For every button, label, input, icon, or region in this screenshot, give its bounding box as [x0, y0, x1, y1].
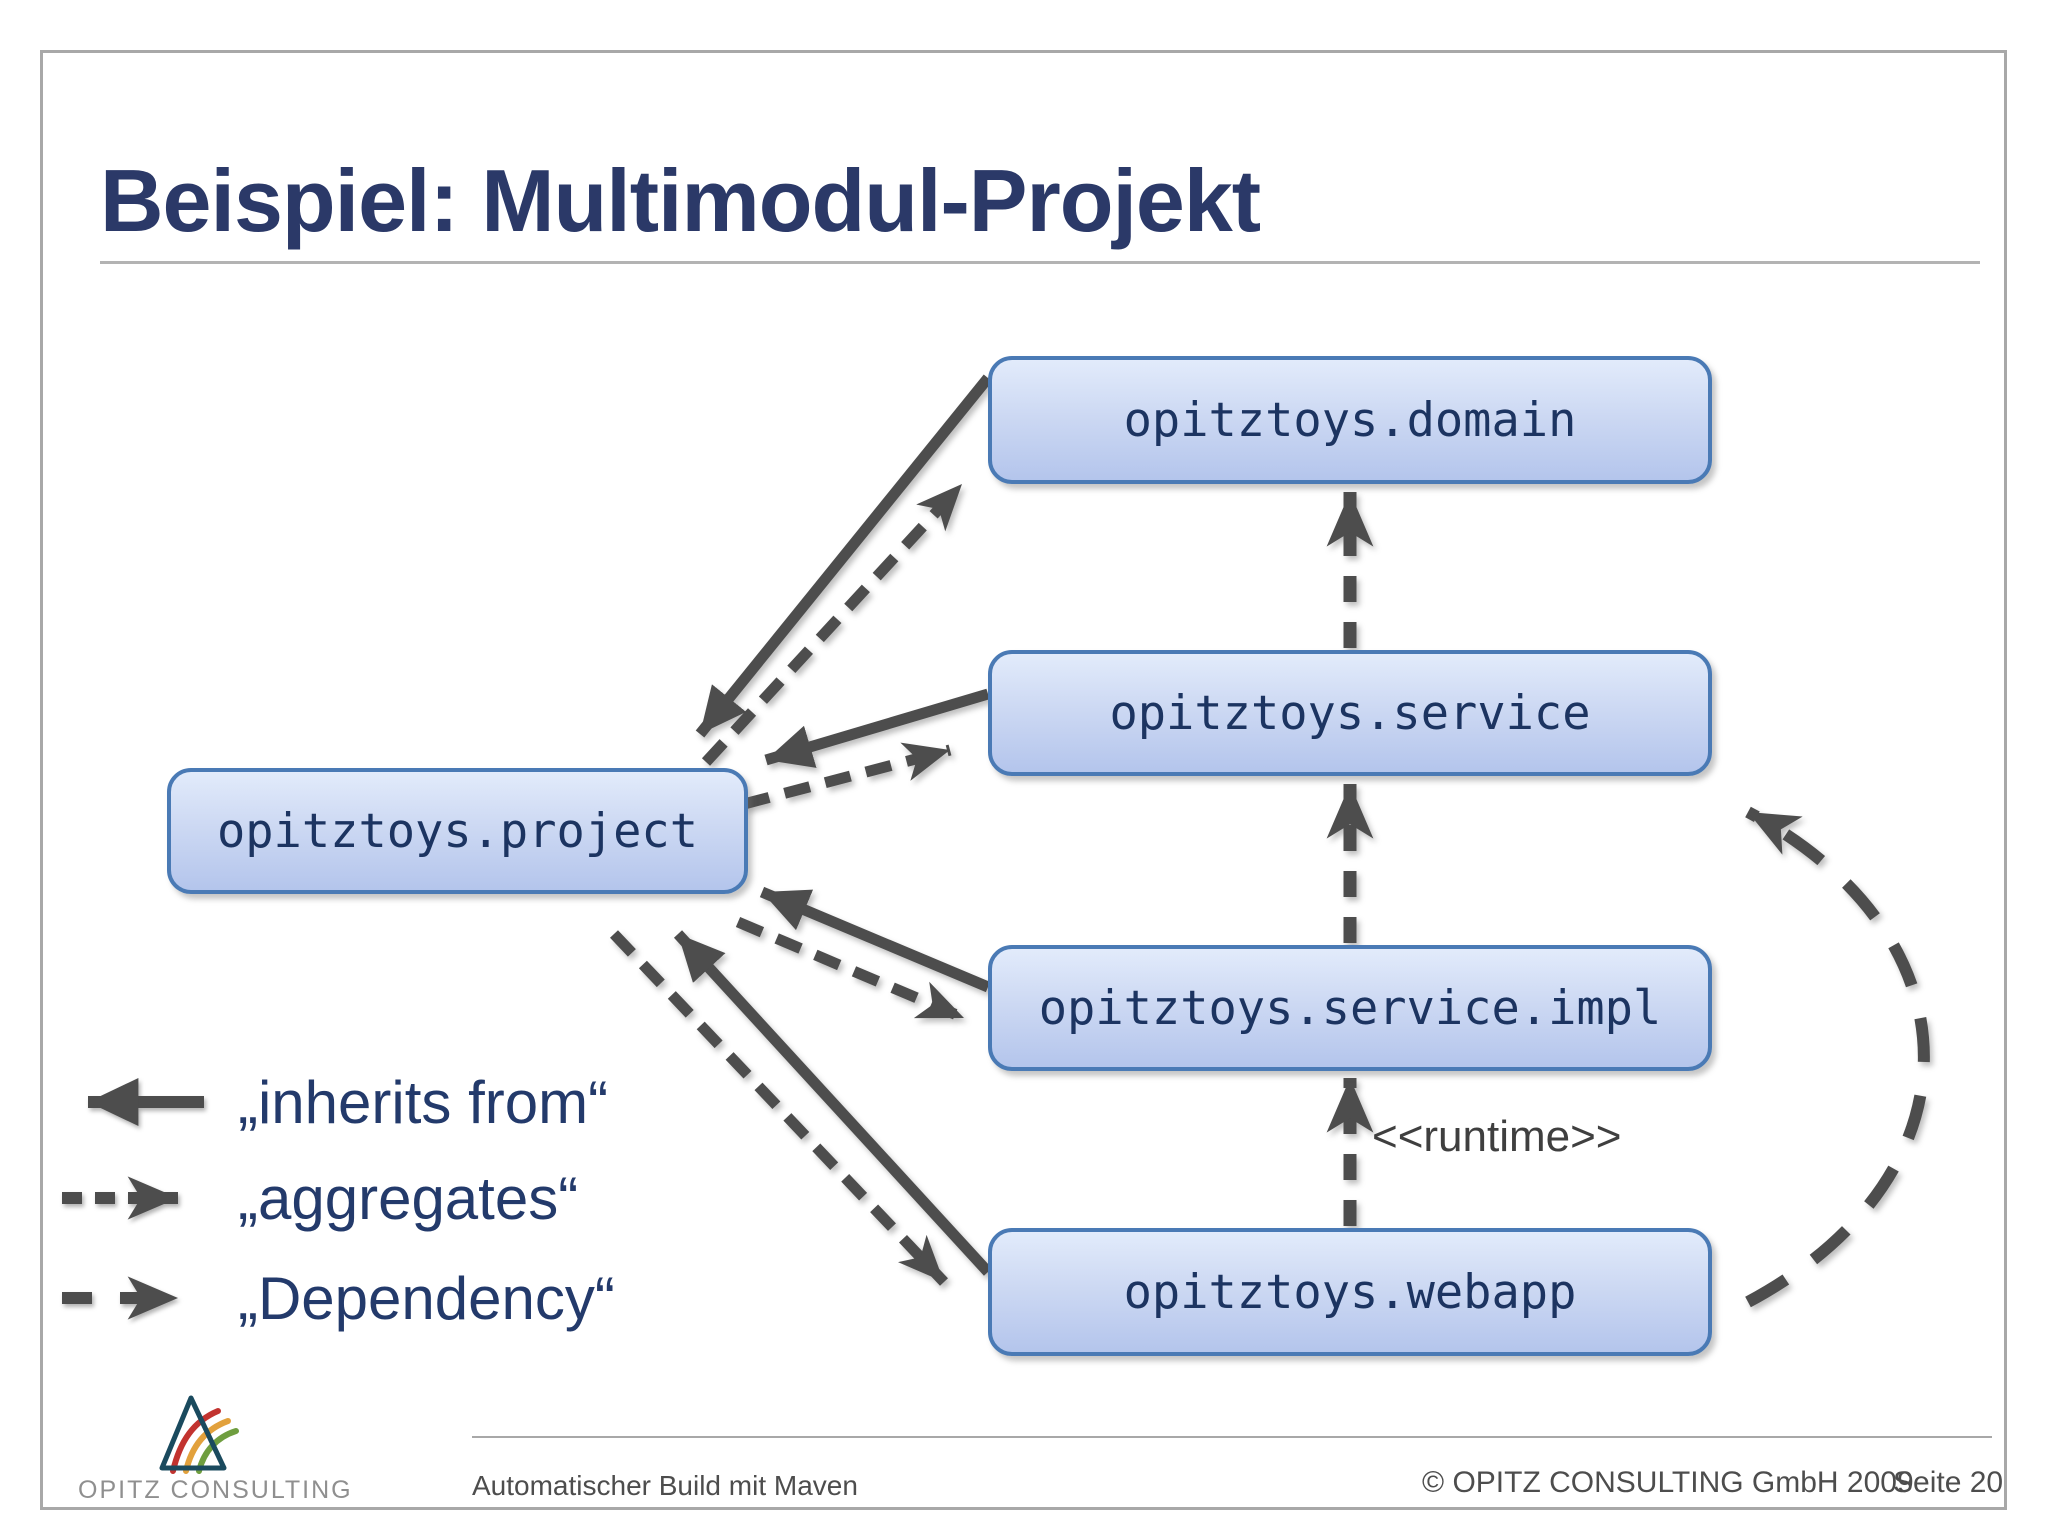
- inherits-arrow-impl-to-project: [759, 886, 991, 993]
- runtime-stereotype-label: <<runtime>>: [1372, 1112, 1622, 1161]
- long-dash-arrow-right-icon: [62, 1276, 179, 1320]
- footer-copyright: © OPITZ CONSULTING GmbH 2009: [1422, 1466, 1914, 1499]
- aggregates-arrow-project-to-impl: [735, 916, 967, 1024]
- module-box-service: opitztoys.service: [988, 650, 1712, 776]
- title-divider: [100, 261, 1980, 264]
- aggregates-arrow-project-to-service: [742, 742, 952, 810]
- inherits-arrow-domain-to-project: [695, 374, 993, 738]
- footer-page-number: Seite 20: [1893, 1466, 2004, 1499]
- short-dash-arrow-right-icon: [62, 1176, 179, 1220]
- module-box-service-impl: opitztoys.service.impl: [988, 945, 1712, 1071]
- footer-presentation-title: Automatischer Build mit Maven: [472, 1470, 858, 1501]
- module-box-domain: opitztoys.domain: [988, 356, 1712, 484]
- aggregates-arrow-project-to-webapp: [610, 930, 948, 1286]
- inherits-arrow-webapp-to-project: [673, 930, 993, 1276]
- opitz-consulting-logo-icon: [159, 1395, 239, 1474]
- legend-label-dependency: „Dependency“: [238, 1264, 615, 1332]
- slide-title: Beispiel: Multimodul-Projekt: [100, 151, 1261, 250]
- inherits-arrow-service-to-project: [764, 688, 990, 768]
- dependency-arrow-webapp-to-service-curved: [1745, 806, 1930, 1308]
- logo-wordmark: OPITZ CONSULTING: [78, 1476, 353, 1504]
- legend-row-aggregates: „aggregates“: [58, 1155, 578, 1241]
- aggregates-arrow-project-to-domain: [701, 480, 967, 766]
- solid-arrow-left-icon: [87, 1078, 204, 1126]
- module-box-project: opitztoys.project: [167, 768, 748, 894]
- legend-row-inherits: „inherits from“: [58, 1059, 608, 1145]
- legend-row-dependency: „Dependency“: [58, 1255, 615, 1341]
- legend-label-inherits: „inherits from“: [238, 1068, 609, 1136]
- module-box-webapp: opitztoys.webapp: [988, 1228, 1712, 1356]
- legend-label-aggregates: „aggregates“: [238, 1164, 579, 1232]
- footer-divider: [472, 1436, 1992, 1438]
